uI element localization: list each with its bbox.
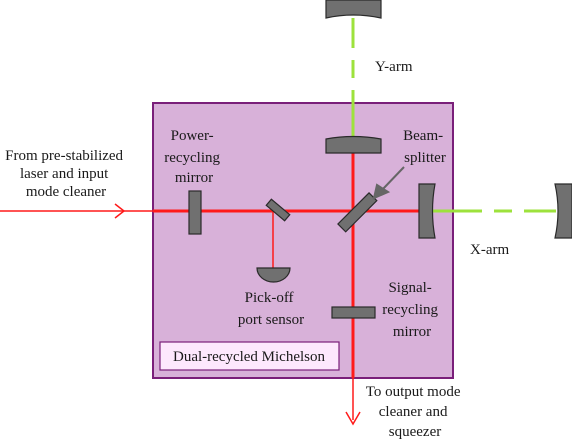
y-arm-label: Y-arm bbox=[375, 59, 413, 75]
michelson-box bbox=[152, 102, 454, 379]
output-label: To output mode cleaner and squeezer bbox=[366, 384, 465, 440]
beam-splitter-pointer bbox=[372, 166, 405, 200]
beam-splitter-optic bbox=[337, 192, 378, 233]
title-box bbox=[159, 341, 340, 371]
box-title: Dual-recycled Michelson bbox=[173, 349, 326, 365]
pick-off-label: Pick-off port sensor bbox=[238, 290, 304, 328]
pick-off-mirror-optic bbox=[265, 198, 291, 222]
power-recycling-label: Power- recycling mirror bbox=[164, 128, 224, 186]
input-arrow bbox=[114, 203, 153, 219]
beam-splitter-label: Beam- splitter bbox=[403, 128, 447, 166]
y-arm-input-mirror-optic bbox=[325, 135, 382, 154]
y-arm-end-mirror-optic bbox=[325, 0, 382, 19]
x-arm-input-mirror-optic bbox=[418, 183, 436, 239]
x-arm-end-mirror-optic bbox=[554, 183, 572, 239]
input-label: From pre-stabilized laser and input mode… bbox=[5, 148, 127, 200]
signal-recycling-label: Signal- recycling mirror bbox=[382, 280, 442, 340]
power-recycling-mirror-optic bbox=[188, 190, 202, 235]
x-arm-label: X-arm bbox=[470, 242, 509, 258]
signal-recycling-mirror-optic bbox=[331, 306, 376, 319]
pick-off-sensor-optic bbox=[256, 267, 291, 283]
output-arrow bbox=[345, 411, 361, 426]
